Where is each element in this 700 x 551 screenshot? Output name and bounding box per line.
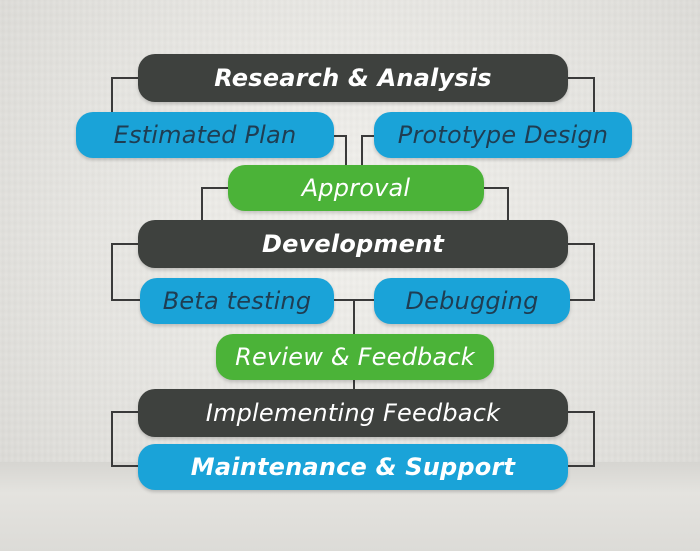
connector-plan-approval bbox=[334, 135, 347, 165]
connector-research-right bbox=[566, 77, 595, 112]
step-maintenance-support: Maintenance & Support bbox=[138, 444, 568, 490]
step-review-feedback: Review & Feedback bbox=[216, 334, 494, 380]
step-debugging-label: Debugging bbox=[405, 287, 539, 315]
step-approval: Approval bbox=[228, 165, 484, 211]
step-debugging: Debugging bbox=[374, 278, 570, 324]
step-maintenance-support-label: Maintenance & Support bbox=[190, 453, 516, 481]
step-estimated-plan: Estimated Plan bbox=[76, 112, 334, 158]
step-implementing-feedback: Implementing Feedback bbox=[138, 389, 568, 437]
connector-implement-right bbox=[568, 411, 595, 467]
step-prototype-design: Prototype Design bbox=[374, 112, 632, 158]
connector-development-left bbox=[111, 243, 140, 301]
step-development-label: Development bbox=[261, 230, 445, 258]
step-beta-testing: Beta testing bbox=[140, 278, 334, 324]
step-research-analysis: Research & Analysis bbox=[138, 54, 568, 102]
connector-research-left bbox=[111, 77, 138, 112]
step-prototype-design-label: Prototype Design bbox=[397, 121, 609, 149]
connector-development-right bbox=[568, 243, 595, 301]
step-research-analysis-label: Research & Analysis bbox=[214, 64, 492, 92]
step-approval-label: Approval bbox=[301, 174, 411, 202]
connector-approval-left bbox=[201, 187, 228, 220]
step-estimated-plan-label: Estimated Plan bbox=[113, 121, 297, 149]
connector-approval-right bbox=[484, 187, 509, 220]
connector-implement-left bbox=[111, 411, 138, 467]
step-implementing-feedback-label: Implementing Feedback bbox=[205, 399, 501, 427]
step-development: Development bbox=[138, 220, 568, 268]
step-beta-testing-label: Beta testing bbox=[162, 287, 312, 315]
connector-prototype-approval bbox=[361, 135, 374, 165]
step-review-feedback-label: Review & Feedback bbox=[235, 343, 475, 371]
